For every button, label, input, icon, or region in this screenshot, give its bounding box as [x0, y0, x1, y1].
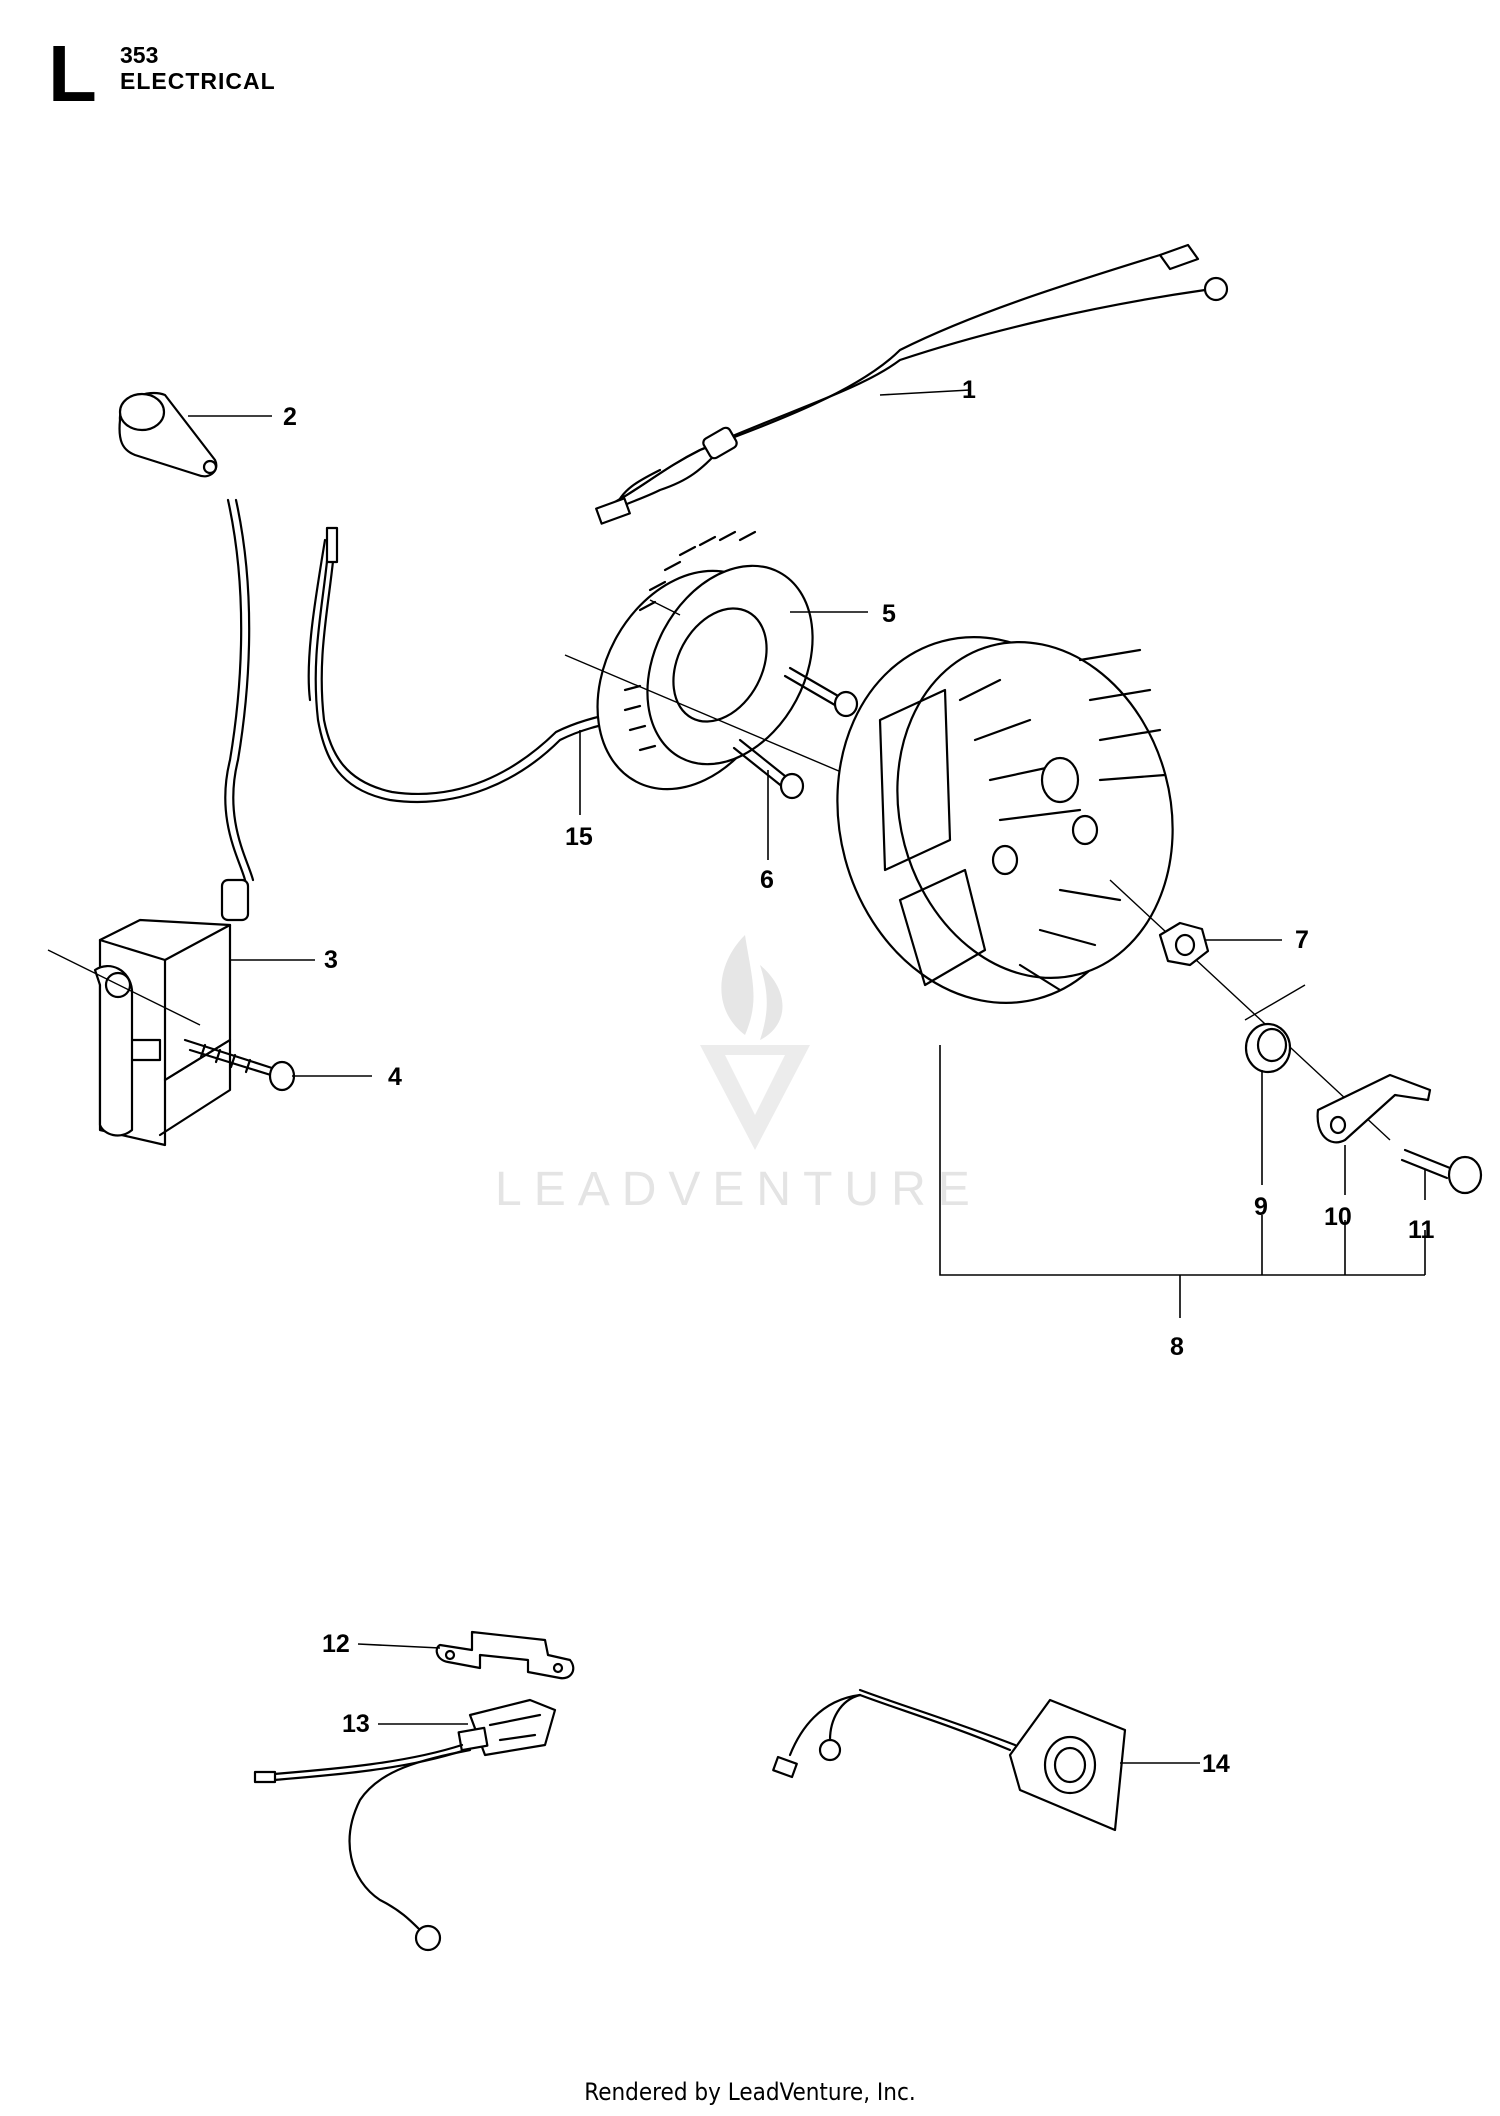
callout-10: 10: [1324, 1203, 1352, 1231]
part-1-wire-harness: [595, 243, 1229, 525]
group-bracket-8: [939, 1045, 1426, 1318]
callout-13: 13: [342, 1710, 370, 1738]
ignition-lead-cable: [224, 498, 247, 882]
part-3-ignition-module: [93, 878, 315, 1147]
part-6-screws: [732, 666, 859, 860]
callout-12: 12: [322, 1630, 350, 1658]
callout-8: 8: [1170, 1333, 1184, 1361]
callout-1: 1: [962, 376, 976, 404]
axis-line-5: [564, 654, 861, 781]
callout-15: 15: [565, 823, 593, 851]
part-2-spark-plug-cap: [118, 391, 272, 478]
footer-credit: Rendered by LeadVenture, Inc.: [584, 2078, 916, 2106]
part-15-cable: [307, 526, 627, 815]
callout-3: 3: [324, 946, 338, 974]
watermark-text: LEADVENTURE: [495, 1163, 982, 1216]
part-9-spring-washer: [1244, 984, 1306, 1185]
part-13-switch-wire: [253, 1698, 557, 1952]
model-number: 353: [120, 42, 159, 68]
callout-labels: 1 2 3 4 5 6 7 8 9 10 11 12 13 14 15: [283, 376, 1435, 1778]
watermark-logo: [700, 935, 810, 1150]
callout-7: 7: [1295, 926, 1309, 954]
callout-2: 2: [283, 403, 297, 431]
part-5-stator-ring: [596, 530, 868, 791]
callout-6: 6: [760, 866, 774, 894]
part-11-pin: [1400, 1148, 1483, 1200]
part-10-pawl: [1316, 1073, 1432, 1195]
callout-9: 9: [1254, 1193, 1268, 1221]
part-14-connection-plate: [772, 1688, 1200, 1832]
part-7-nut: [1158, 921, 1282, 967]
part-4-screw: [183, 1038, 372, 1092]
section-letter: L: [48, 29, 97, 118]
callout-11: 11: [1408, 1216, 1435, 1244]
callout-5: 5: [882, 600, 896, 628]
section-title: ELECTRICAL: [120, 68, 276, 94]
axis-line-3: [47, 949, 201, 1026]
part-12-clamp: [357, 1630, 575, 1680]
part-8-flywheel: [836, 636, 1174, 1004]
callout-14: 14: [1202, 1750, 1230, 1778]
callout-4: 4: [388, 1063, 402, 1091]
